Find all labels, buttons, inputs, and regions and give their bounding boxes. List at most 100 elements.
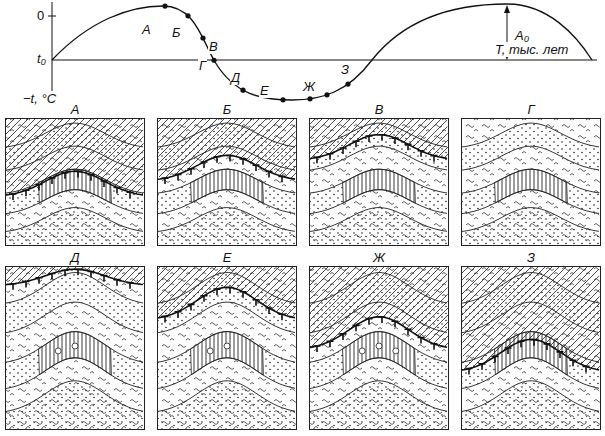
layer-line <box>5 302 143 333</box>
frost-mark <box>10 194 17 200</box>
frost-mark <box>36 185 43 191</box>
panel-letter: Д <box>5 250 145 266</box>
point-letter: З <box>340 62 350 77</box>
frost-mark <box>405 144 412 150</box>
section-shape <box>157 381 297 430</box>
frost-mark <box>240 159 247 165</box>
panel-letter: Б <box>157 102 297 118</box>
section-shape <box>461 381 601 430</box>
frost-mark <box>353 325 360 331</box>
section-shape <box>461 208 601 246</box>
section-shape <box>157 208 297 246</box>
section-shape <box>461 381 601 430</box>
frost-mark <box>201 162 208 168</box>
frozen-zone <box>309 118 449 159</box>
frost-mark <box>583 366 590 372</box>
frost-mark <box>127 283 134 289</box>
axis-label: −t, °C <box>22 91 57 106</box>
section-shape <box>309 208 449 246</box>
section-shape <box>461 208 601 246</box>
layer-line <box>309 190 447 214</box>
section-shape <box>191 169 264 203</box>
frost-mark <box>418 151 425 157</box>
layer-line <box>5 381 143 412</box>
section-shape <box>309 208 449 246</box>
panel-letter: З <box>461 250 601 266</box>
axis-label: 0 <box>36 8 45 23</box>
layer-line <box>5 358 143 389</box>
frost-mark <box>266 308 273 314</box>
section-panel-art <box>461 118 601 246</box>
layer-line <box>157 190 295 214</box>
curve-point <box>200 35 205 40</box>
layer-line <box>461 381 599 412</box>
section-panel: Б <box>157 102 297 246</box>
frost-mark <box>175 312 182 318</box>
frost-mark <box>353 141 360 147</box>
section-panel-art <box>157 266 297 430</box>
core-lens <box>343 169 416 203</box>
section-panel-art <box>309 266 449 430</box>
layer-line <box>461 208 599 232</box>
frost-mark <box>505 348 512 354</box>
point-letter: В <box>208 39 219 54</box>
ice-lens <box>376 343 382 349</box>
frost-mark <box>49 178 56 184</box>
axis-label: A₀ <box>514 28 530 43</box>
core-lens <box>191 332 264 376</box>
frozen-zone <box>309 266 449 348</box>
ice-lens <box>55 348 61 354</box>
section-panel: Д <box>5 250 145 430</box>
frost-mark <box>405 329 412 335</box>
frost-mark <box>201 296 208 302</box>
section-shape <box>5 208 145 246</box>
curve-point <box>240 88 245 93</box>
frost-mark <box>266 172 273 178</box>
frost-mark <box>162 316 169 322</box>
frost-mark <box>49 274 56 280</box>
section-shape <box>5 381 145 430</box>
frost-mark <box>175 174 182 180</box>
frost-mark <box>392 321 399 327</box>
frost-mark <box>240 292 247 298</box>
layer-line <box>157 358 295 389</box>
curve-point <box>307 96 312 101</box>
frost-mark <box>227 287 234 293</box>
axis-label: t₀ <box>36 51 47 66</box>
frost-mark <box>188 169 195 175</box>
section-panel-art <box>461 266 601 430</box>
frost-mark <box>366 319 373 325</box>
panel-frame <box>5 118 145 246</box>
frost-mark <box>466 369 473 375</box>
frost-mark <box>327 154 334 160</box>
core-lens <box>39 332 112 376</box>
section-shape <box>495 169 568 203</box>
section-art <box>5 118 601 430</box>
panel-frame <box>461 266 601 430</box>
frost-mark <box>418 338 425 344</box>
frost-mark <box>162 178 169 184</box>
ice-lens <box>207 348 213 354</box>
core-lens <box>343 332 416 376</box>
frost-mark <box>392 138 399 144</box>
curve-point <box>162 3 167 8</box>
layer-line <box>157 208 295 232</box>
panel-letter: Е <box>157 250 297 266</box>
ice-lens <box>72 343 78 349</box>
layer-line <box>309 358 447 389</box>
curve-point <box>185 13 190 18</box>
frozen-zone <box>157 266 297 318</box>
section-shape <box>191 332 264 376</box>
section-shape <box>309 381 449 430</box>
panel-letter: А <box>5 102 145 118</box>
frozen-zone <box>461 266 601 370</box>
frost-mark <box>101 275 108 281</box>
section-shape <box>343 169 416 203</box>
section-shape <box>39 332 112 376</box>
frost-mark <box>75 269 82 275</box>
panel-frame <box>5 266 145 430</box>
frost-front <box>157 287 295 318</box>
curve-point <box>324 92 329 97</box>
frost-mark <box>75 171 82 177</box>
core-lens <box>191 169 264 203</box>
